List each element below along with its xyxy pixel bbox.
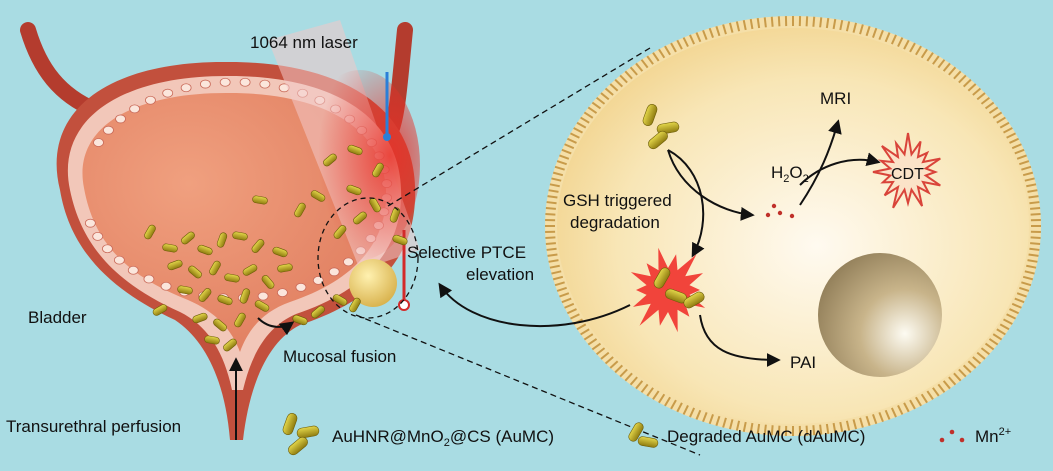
- laser-label: 1064 nm laser: [250, 33, 358, 52]
- lipid: [758, 18, 759, 28]
- lining-cell: [200, 80, 210, 88]
- cdt-label: CDT: [891, 166, 924, 183]
- lipid: [820, 17, 821, 27]
- legend-aumc-rod: [286, 435, 309, 457]
- lining-cell: [258, 292, 268, 300]
- lining-cell: [116, 115, 126, 123]
- mri-label: MRI: [820, 89, 851, 108]
- lining-cell: [102, 245, 112, 253]
- lining-cell: [93, 138, 103, 146]
- gsh-label-line1: GSH triggered: [563, 191, 672, 210]
- lining-cell: [296, 283, 306, 291]
- heated-region: [300, 70, 420, 260]
- lining-cell: [181, 84, 191, 92]
- lining-cell: [260, 80, 270, 88]
- lining-cell: [145, 96, 155, 104]
- lipid: [1030, 208, 1040, 209]
- lipid: [546, 243, 556, 244]
- lining-cell: [240, 78, 250, 86]
- lining-cell: [103, 126, 113, 134]
- lipid: [545, 237, 555, 238]
- legend-aumc-icon: [282, 412, 320, 457]
- lipid: [548, 196, 558, 197]
- lipid: [779, 16, 780, 26]
- legend-mn-label: Mn2+: [975, 426, 1011, 446]
- lipid: [546, 208, 556, 209]
- legend-mn-icon: [940, 430, 965, 443]
- lining-cell: [93, 232, 103, 240]
- lipid: [547, 249, 557, 250]
- cell-group: [440, 16, 1041, 436]
- lipid: [1029, 196, 1039, 197]
- lipid: [1029, 202, 1039, 203]
- legend-daumc-icon: [627, 421, 659, 448]
- lining-cell: [161, 282, 171, 290]
- lipid: [545, 214, 555, 215]
- selective-label-line2: elevation: [466, 265, 534, 284]
- thermometer-bottom-bulb: [399, 300, 409, 310]
- lipid: [547, 202, 557, 203]
- lipid: [1029, 249, 1039, 250]
- lining-cell: [85, 219, 95, 227]
- lipid: [827, 18, 828, 28]
- bladder-label: Bladder: [28, 308, 87, 327]
- legend-aumc-label: AuHNR@MnO2@CS (AuMC): [332, 427, 554, 449]
- lining-cell: [277, 289, 287, 297]
- lipid: [1031, 214, 1041, 215]
- thermometer-top-bulb: [383, 133, 391, 141]
- lining-cell: [163, 89, 173, 97]
- lining-cell: [313, 276, 323, 284]
- selective-label-line1: Selective PTCE: [407, 243, 526, 262]
- gsh-label-line2: degradation: [570, 213, 660, 232]
- perfusion-label: Transurethral perfusion: [6, 417, 181, 436]
- lipid: [1030, 243, 1040, 244]
- mucosal-fusion-label: Mucosal fusion: [283, 347, 396, 366]
- legend-daumc-rod: [637, 436, 658, 448]
- lipid: [548, 254, 558, 255]
- legend-daumc-label: Degraded AuMC (dAuMC): [667, 427, 865, 446]
- bladder-group: [28, 20, 420, 440]
- lining-cell: [329, 268, 339, 276]
- ureter-left: [28, 30, 95, 110]
- legend-aumc-rod: [296, 425, 319, 439]
- lipid: [813, 17, 814, 27]
- pai-label: PAI: [790, 353, 816, 372]
- legend: AuHNR@MnO2@CS (AuMC) Degraded AuMC (dAuM…: [282, 412, 1012, 457]
- lining-cell: [220, 78, 230, 86]
- lining-cell: [128, 266, 138, 274]
- lipid: [772, 17, 773, 27]
- lipid: [807, 16, 808, 26]
- nucleus: [818, 253, 942, 377]
- lining-cell: [114, 256, 124, 264]
- lining-cell: [144, 275, 154, 283]
- lipid: [1029, 254, 1039, 255]
- lipid: [1031, 237, 1041, 238]
- legend-aumc-rod: [282, 412, 299, 436]
- lipid: [765, 17, 766, 27]
- lining-cell: [130, 105, 140, 113]
